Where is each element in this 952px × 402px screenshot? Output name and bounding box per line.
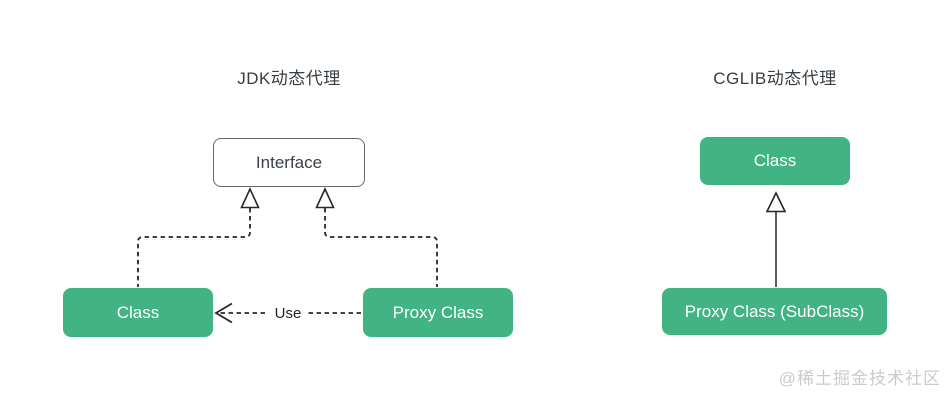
cglib-class-node: Class bbox=[700, 137, 850, 185]
implements-connector-class-to-interface bbox=[137, 208, 251, 287]
jdk-proxy-title: JDK动态代理 bbox=[237, 69, 341, 88]
realization-triangle-icon bbox=[315, 187, 335, 209]
use-arrow-label: Use bbox=[268, 303, 308, 323]
cglib-proxy-subclass-node: Proxy Class (SubClass) bbox=[662, 288, 887, 335]
generalization-triangle-icon bbox=[765, 191, 787, 213]
interface-node: Interface bbox=[213, 138, 365, 187]
jdk-class-node: Class bbox=[63, 288, 213, 337]
realization-triangle-icon bbox=[240, 187, 260, 209]
open-arrowhead-icon bbox=[214, 302, 233, 324]
jdk-proxy-class-node: Proxy Class bbox=[363, 288, 513, 337]
juejin-watermark: @稀土掘金技术社区 bbox=[778, 369, 941, 388]
cglib-proxy-title: CGLIB动态代理 bbox=[713, 69, 837, 88]
implements-connector-proxy-to-interface bbox=[324, 208, 438, 287]
